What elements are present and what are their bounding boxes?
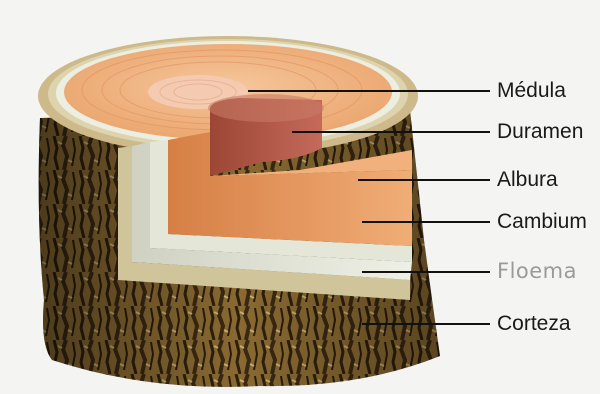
label-floema: Floema [497, 261, 577, 282]
duramen-top [208, 94, 324, 122]
label-duramen: Duramen [497, 121, 583, 142]
label-corteza: Corteza [497, 313, 571, 334]
label-medula: Médula [497, 80, 566, 101]
label-cambium: Cambium [497, 211, 587, 232]
label-albura: Albura [497, 169, 558, 190]
